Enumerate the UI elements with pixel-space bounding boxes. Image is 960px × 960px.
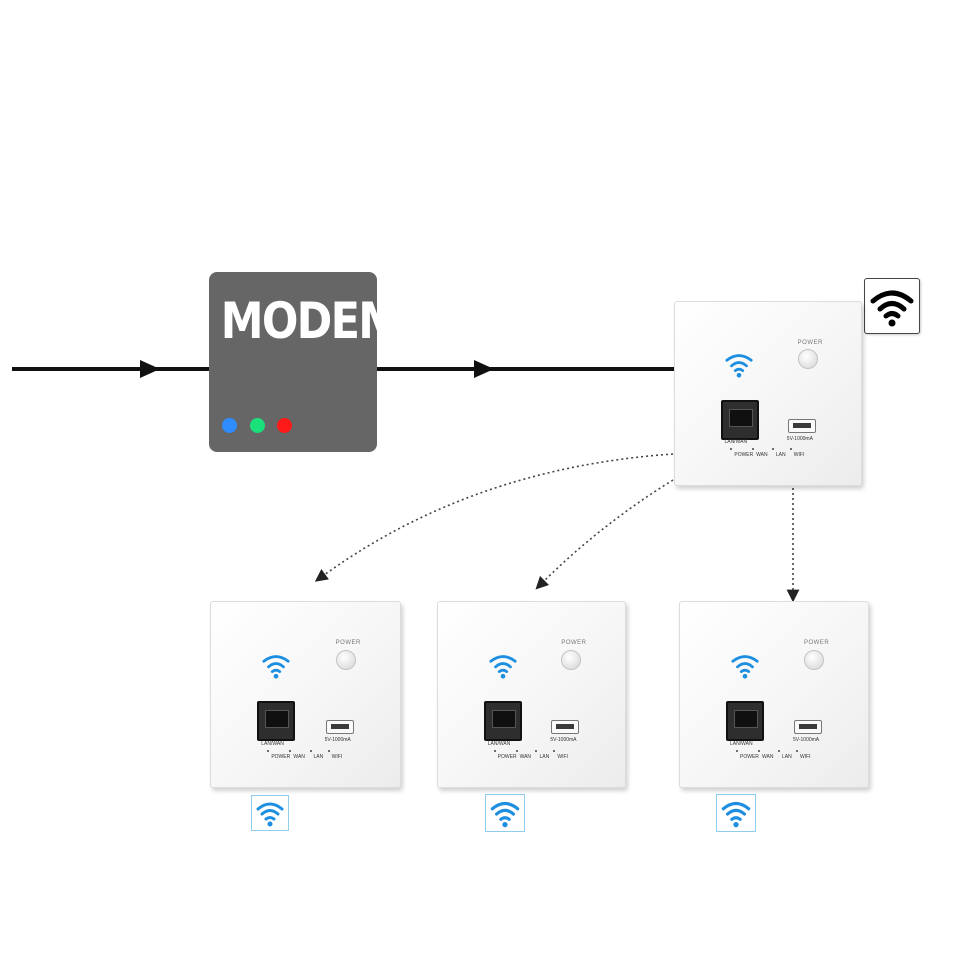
indicator-wifi-label: WIFI [793, 452, 805, 459]
wifi-blue-icon [721, 801, 751, 828]
modem-led-blue [222, 418, 237, 433]
modem-led-green [250, 418, 265, 433]
indicator-wan-label: WAN [519, 754, 532, 760]
lan-label: LAN/WAN [724, 439, 748, 446]
indicator-wan-label: WAN [756, 452, 768, 459]
lan-port[interactable] [257, 701, 296, 741]
usb-port[interactable] [794, 720, 822, 734]
indicator-lan-label: LAN [539, 754, 550, 760]
wifi-badge-2 [485, 794, 525, 832]
usb-port[interactable] [787, 418, 816, 433]
usb-label: 5V-1000mA [793, 737, 820, 743]
power-label: POWER [335, 640, 361, 646]
lan-label: LAN/WAN [487, 741, 511, 747]
wifi-blue-icon [256, 802, 284, 827]
power-label: POWER [797, 339, 823, 346]
indicator-wifi-label: WIFI [800, 754, 811, 760]
modem-box: MODEM [209, 272, 401, 452]
usb-port[interactable] [551, 720, 580, 734]
modem-led-red [277, 418, 292, 433]
power-button[interactable] [797, 349, 818, 370]
indicator-power-label: POWER [271, 754, 291, 760]
arrow-head-1 [140, 360, 160, 378]
wifi-badge-3 [716, 794, 756, 832]
indicator-power-label: POWER [734, 452, 754, 459]
indicator-wan-label: WAN [762, 754, 774, 760]
lan-label: LAN/WAN [730, 741, 753, 747]
wifi-badge-1 [251, 795, 289, 831]
indicator-power-label: POWER [740, 754, 759, 760]
lan-port[interactable] [726, 701, 764, 741]
link-to-panel-1 [314, 453, 674, 582]
indicator-wan-label: WAN [293, 754, 305, 760]
arrow-head-2 [474, 360, 494, 378]
link-to-panel-2 [535, 479, 674, 590]
wifi-blue-icon [262, 655, 290, 679]
usb-label: 5V-1000mA [550, 737, 577, 743]
indicator-lan-label: LAN [775, 452, 786, 459]
wifi-black-icon [870, 290, 914, 327]
router-panel-2: POWER LAN/WAN 5V-1000mA POWER WAN LAN WI… [437, 601, 626, 788]
indicator-lan-label: LAN [782, 754, 792, 760]
indicator-wifi-label: WIFI [557, 754, 568, 760]
power-button[interactable] [561, 650, 582, 670]
wifi-blue-icon [489, 655, 517, 679]
power-button[interactable] [804, 650, 824, 670]
router-panel-3: POWER LAN/WAN 5V-1000mA POWER WAN LAN WI… [679, 601, 869, 788]
usb-label: 5V-1000mA [324, 737, 351, 743]
lan-port[interactable] [720, 399, 759, 440]
modem-label: MODEM [220, 292, 401, 350]
lan-label: LAN/WAN [261, 741, 284, 747]
router-panel-main: POWER LAN/WAN 5V-1000mA POWER WAN LAN WI… [674, 301, 862, 486]
indicator-wifi-label: WIFI [331, 754, 343, 760]
power-label: POWER [804, 640, 830, 646]
router-panel-1: POWER LAN/WAN 5V-1000mA POWER WAN LAN WI… [210, 601, 401, 788]
power-label: POWER [561, 640, 587, 646]
power-button[interactable] [335, 650, 356, 670]
wifi-black-badge [864, 278, 920, 334]
wifi-blue-icon [731, 655, 759, 679]
indicator-lan-label: LAN [313, 754, 324, 760]
usb-label: 5V-1000mA [786, 435, 813, 442]
wifi-blue-icon [725, 354, 754, 379]
usb-port[interactable] [325, 720, 354, 734]
indicator-power-label: POWER [497, 754, 517, 760]
lan-port[interactable] [483, 701, 522, 741]
wifi-blue-icon [490, 801, 520, 828]
